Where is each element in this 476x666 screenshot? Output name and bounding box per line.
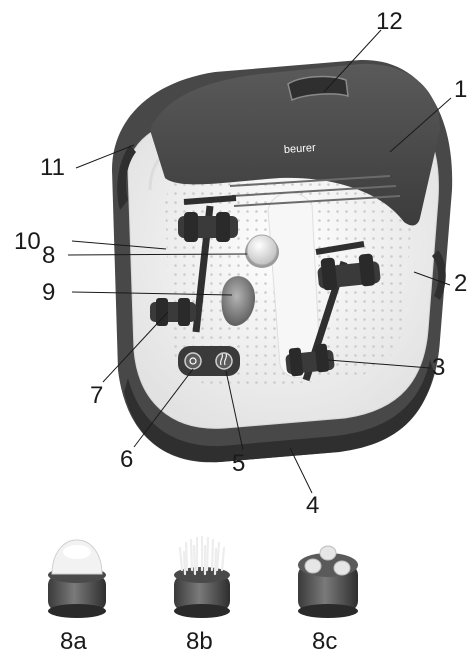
bubble-button[interactable] — [185, 353, 201, 369]
callout-1: 1 — [454, 78, 467, 102]
massage-roller-bottom-left — [150, 298, 196, 326]
callout-5: 5 — [232, 452, 245, 476]
massage-roller-top-left — [178, 212, 238, 242]
callout-10: 10 — [14, 230, 41, 254]
massage-ball-attachment-icon — [298, 546, 358, 618]
callout-7: 7 — [90, 384, 103, 408]
accessory-label-8a: 8a — [60, 630, 87, 654]
accessory-label-8c: 8c — [312, 630, 337, 654]
brush-attachment-icon — [174, 537, 230, 618]
callout-12: 12 — [376, 10, 403, 34]
accessory-label-8b: 8b — [186, 630, 213, 654]
callout-8: 8 — [42, 244, 55, 268]
control-panel — [178, 346, 240, 376]
callout-11: 11 — [40, 156, 65, 180]
callout-4: 4 — [306, 494, 319, 518]
callout-9: 9 — [42, 281, 55, 305]
callout-3: 3 — [432, 356, 445, 380]
heat-button[interactable] — [216, 353, 232, 369]
brand-logo: beurer — [284, 142, 317, 156]
pumice-attachment-icon — [48, 540, 106, 618]
callout-2: 2 — [454, 272, 467, 296]
callout-6: 6 — [120, 448, 133, 472]
